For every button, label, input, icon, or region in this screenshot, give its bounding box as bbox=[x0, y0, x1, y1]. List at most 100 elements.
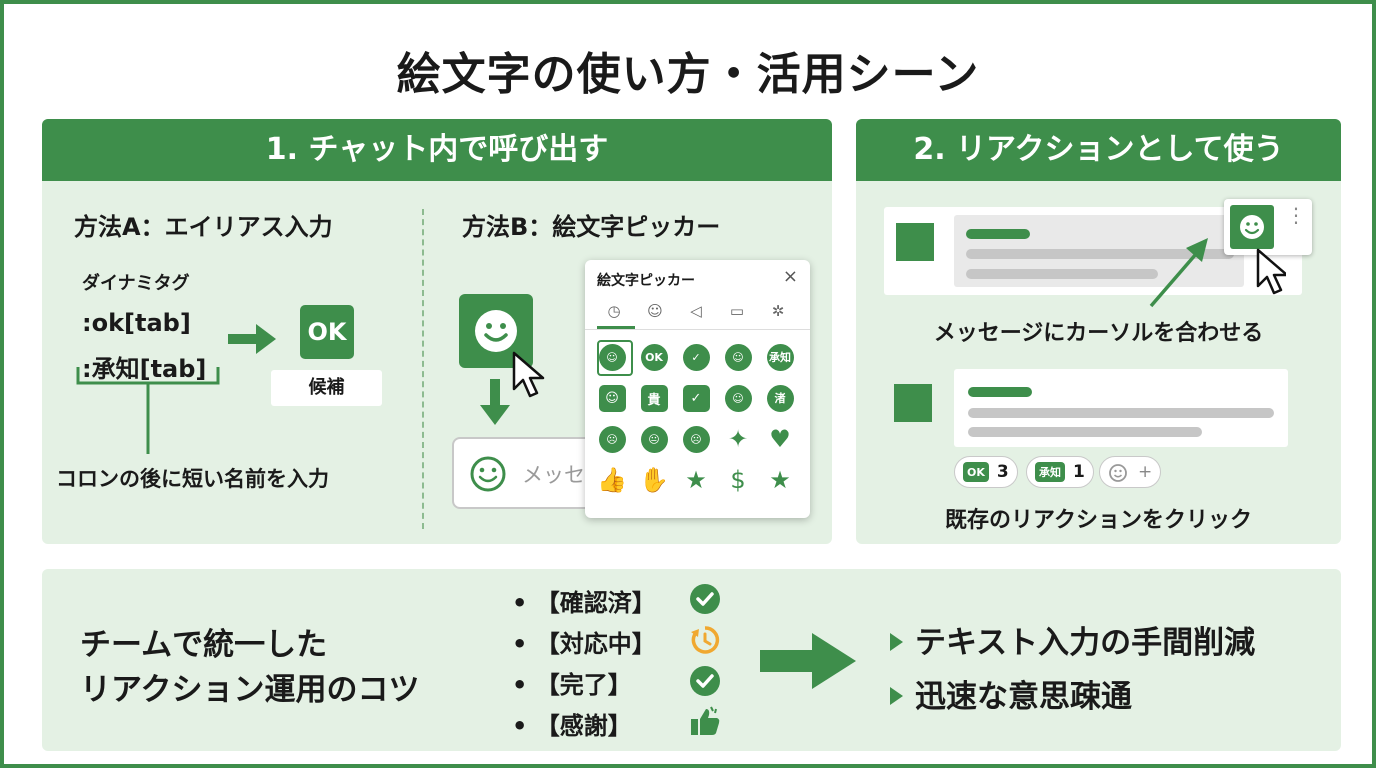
emoji-cell[interactable]: ☺ bbox=[597, 383, 627, 413]
emoji-cell[interactable]: ☹ bbox=[681, 424, 711, 454]
candidate-label: 候補 bbox=[271, 370, 382, 406]
emoji-cell[interactable]: ☺ bbox=[723, 342, 753, 372]
close-icon[interactable]: × bbox=[782, 266, 798, 287]
picker-selection-highlight bbox=[597, 340, 633, 376]
effect-text: テキスト入力の手間削減 bbox=[915, 625, 1256, 661]
ok-emoji-result: OK bbox=[300, 305, 354, 359]
cursor-icon bbox=[512, 351, 545, 398]
alias-code-shouchi: :承知[tab] bbox=[82, 355, 207, 383]
section2-header: 2. リアクションとして使う bbox=[856, 119, 1341, 181]
reaction-count: 3 bbox=[996, 462, 1009, 482]
emoji-cell[interactable]: ✋ bbox=[639, 465, 669, 495]
tips-title-line2: リアクション運用のコツ bbox=[80, 672, 420, 708]
active-tab-indicator bbox=[597, 326, 635, 329]
emoji-cell[interactable]: ✦ bbox=[723, 424, 753, 454]
tip-confirmed: • 【確認済】 bbox=[512, 589, 656, 617]
click-caption: 既存のリアクションをクリック bbox=[945, 508, 1252, 533]
emoji-glyph: ♥ bbox=[769, 425, 791, 453]
sender-line bbox=[966, 229, 1030, 239]
reaction-shouchi[interactable]: 承知 1 bbox=[1026, 456, 1094, 488]
emoji-glyph: ✓ bbox=[682, 343, 710, 371]
add-emoji-icon bbox=[1109, 464, 1127, 482]
emoji-cell[interactable]: 渚 bbox=[765, 383, 795, 413]
tip-thanks: • 【感謝】 bbox=[512, 712, 632, 740]
emoji-glyph: 貴 bbox=[640, 384, 668, 412]
triangle-bullet-icon bbox=[890, 632, 903, 651]
chat-invoke-panel: 1. チャット内で呼び出す 方法A：エイリアス入力 ダイナミタグ :ok[tab… bbox=[42, 119, 832, 544]
emoji-glyph: ☺ bbox=[724, 343, 752, 371]
input-placeholder: メッセ bbox=[522, 463, 585, 487]
text-line bbox=[968, 408, 1274, 418]
picker-title: 絵文字ピッカー bbox=[597, 273, 695, 289]
add-reaction-button[interactable] bbox=[1230, 205, 1274, 249]
tip-done: • 【完了】 bbox=[512, 671, 632, 699]
emoji-cell[interactable]: ☺ bbox=[723, 383, 753, 413]
alias-caption: コロンの後に短い名前を入力 bbox=[56, 467, 329, 491]
avatar bbox=[894, 384, 932, 422]
reaction-ok[interactable]: OK 3 bbox=[954, 456, 1018, 488]
text-line bbox=[966, 269, 1158, 279]
emoji-glyph: OK bbox=[640, 343, 668, 371]
hover-toolbar: ⋮ bbox=[1224, 199, 1312, 255]
text-line bbox=[966, 249, 1234, 259]
thumbs-up-icon bbox=[691, 706, 720, 735]
emoji-cell[interactable]: ☺ bbox=[597, 342, 627, 372]
avatar bbox=[896, 223, 934, 261]
sender-line bbox=[968, 387, 1032, 397]
emoji-cell[interactable]: ★ bbox=[681, 465, 711, 495]
emoji-cell[interactable]: OK bbox=[639, 342, 669, 372]
alias-code-ok: :ok[tab] bbox=[82, 309, 191, 337]
smile-icon bbox=[1240, 215, 1264, 239]
emoji-cell[interactable]: 👍 bbox=[597, 465, 627, 495]
right-arrow-icon bbox=[228, 324, 276, 354]
emoji-button[interactable] bbox=[459, 294, 533, 368]
emoji-cell[interactable]: ✓ bbox=[681, 383, 711, 413]
smile-icon bbox=[475, 310, 517, 352]
method-divider bbox=[422, 209, 424, 529]
emoji-glyph: 承知 bbox=[766, 343, 794, 371]
emoji-glyph: ★ bbox=[769, 466, 791, 494]
emoji-cell[interactable]: 😐 bbox=[639, 424, 669, 454]
calendar-icon[interactable]: ▭ bbox=[729, 302, 745, 320]
emoji-picker: 絵文字ピッカー × ◷ ☺ ◁ ▭ ✲ ☺ OK ✓ ☺ 承知 ☺ 貴 ✓ ☺ 渚 ☹ 😐 ☹ ✦ ♥ 👍 ✋ ★… bbox=[585, 260, 810, 518]
emoji-cell[interactable]: ✓ bbox=[681, 342, 711, 372]
emoji-cell[interactable]: 貴 bbox=[639, 383, 669, 413]
effect-1: テキスト入力の手間削減 bbox=[890, 617, 1255, 662]
tip-in-progress: • 【対応中】 bbox=[512, 630, 656, 658]
picker-divider bbox=[585, 329, 810, 330]
add-reaction-pill[interactable]: + bbox=[1099, 456, 1162, 488]
emoji-cell[interactable]: 承知 bbox=[765, 342, 795, 372]
emoji-glyph: ✦ bbox=[727, 425, 749, 453]
emoji-cell[interactable]: ★ bbox=[765, 465, 795, 495]
emoji-glyph: 渚 bbox=[766, 384, 794, 412]
emoji-glyph: ☹ bbox=[598, 425, 626, 453]
emoji-cell[interactable]: ☹ bbox=[597, 424, 627, 454]
emoji-glyph: ★ bbox=[685, 466, 707, 494]
message-card bbox=[954, 369, 1288, 447]
down-arrow-icon bbox=[480, 379, 510, 425]
smile-icon bbox=[470, 456, 506, 492]
emoji-glyph: ☺ bbox=[724, 384, 752, 412]
emoji-glyph: 😐 bbox=[640, 425, 668, 453]
tips-panel: チームで統一した リアクション運用のコツ • 【確認済】 • 【対応中】 • 【… bbox=[42, 569, 1341, 751]
more-options-icon[interactable]: ⋮ bbox=[1286, 203, 1306, 227]
smile-tab-icon[interactable]: ☺ bbox=[647, 302, 663, 320]
timer-icon bbox=[691, 626, 720, 654]
emoji-cell[interactable]: $ bbox=[723, 465, 753, 495]
emoji-glyph: $ bbox=[730, 466, 746, 494]
check-circle-icon bbox=[690, 584, 720, 614]
alias-bracket bbox=[76, 367, 220, 454]
shouchi-badge: 承知 bbox=[1035, 462, 1065, 482]
reaction-count: 1 bbox=[1073, 462, 1085, 482]
section1-header: 1. チャット内で呼び出す bbox=[42, 119, 832, 181]
megaphone-icon[interactable]: ◁ bbox=[690, 302, 702, 320]
snowflake-icon[interactable]: ✲ bbox=[771, 302, 785, 320]
clock-icon[interactable]: ◷ bbox=[607, 302, 621, 320]
tips-title-line1: チームで統一した bbox=[80, 627, 328, 663]
hover-caption: メッセージにカーソルを合わせる bbox=[933, 321, 1264, 346]
emoji-glyph: ☺ bbox=[598, 384, 626, 412]
page-title: 絵文字の使い方・活用シーン bbox=[396, 49, 980, 100]
check-circle-icon bbox=[690, 666, 720, 696]
emoji-cell[interactable]: ♥ bbox=[765, 424, 795, 454]
